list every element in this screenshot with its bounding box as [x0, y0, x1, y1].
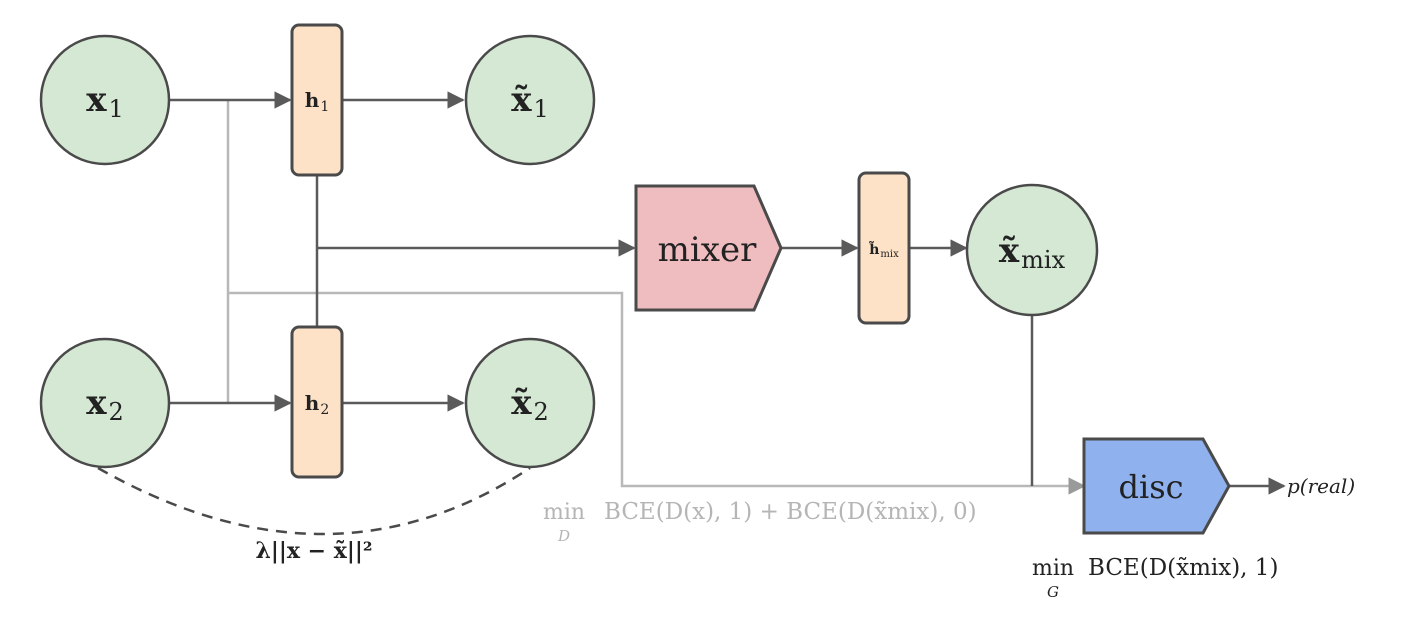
h1-symbol: h: [305, 88, 320, 112]
svg-text:x2: x2: [86, 383, 124, 426]
svg-text:h1: h1: [305, 88, 329, 115]
latent-h-mix: h̃mix: [857, 171, 911, 325]
svg-text:x̃mix: x̃mix: [999, 231, 1066, 274]
disc-label: disc: [1118, 468, 1183, 506]
h-mix-symbol: h̃: [869, 240, 879, 258]
node-x-mix: x̃mix: [965, 183, 1099, 317]
svg-text:h2: h2: [305, 391, 329, 418]
disc-loss-expr: BCE(D(x), 1) + BCE(D(x̃mix), 0): [604, 499, 977, 525]
svg-text:x̃2: x̃2: [511, 383, 549, 426]
x-mix-symbol: x̃: [999, 231, 1020, 271]
x1-symbol: x: [86, 80, 107, 120]
h1-subscript: 1: [320, 99, 329, 115]
gen-loss-expr: BCE(D(x̃mix), 1): [1088, 555, 1278, 581]
disc-block: disc: [1082, 437, 1231, 535]
mixer-label: mixer: [658, 230, 757, 270]
node-x2: x2: [39, 337, 171, 469]
x2-recon-symbol: x̃: [511, 383, 532, 423]
x1-subscript: 1: [109, 95, 124, 123]
edges: [97, 91, 1286, 536]
x2-subscript: 2: [109, 398, 124, 426]
reconstruction-loss-curve: [97, 466, 531, 536]
disc-loss-var: D: [557, 527, 570, 545]
x-mix-subscript: mix: [1021, 246, 1065, 274]
node-x2-recon: x̃2: [464, 337, 596, 469]
discriminator-loss: min D BCE(D(x), 1) + BCE(D(x̃mix), 0): [543, 499, 977, 545]
edge-inputs-to-disc: [226, 100, 1084, 486]
mixer-block: mixer: [634, 184, 783, 312]
x1-recon-subscript: 1: [534, 95, 549, 123]
x2-recon-subscript: 2: [534, 398, 549, 426]
edge-latents-to-mixer: [315, 175, 634, 327]
output-label: p(real): [1287, 474, 1355, 498]
x2-symbol: x: [86, 383, 107, 423]
h2-symbol: h: [305, 391, 320, 415]
disc-loss-op: min: [543, 500, 585, 525]
svg-text:h̃mix: h̃mix: [869, 240, 899, 260]
x1-recon-symbol: x̃: [511, 80, 532, 120]
reconstruction-loss-label: λ||x − x̃||²: [255, 538, 372, 564]
latent-h1: h1: [290, 23, 344, 177]
node-x1-recon: x̃1: [464, 34, 596, 166]
node-x1: x1: [39, 34, 171, 166]
svg-text:x̃1: x̃1: [511, 80, 549, 123]
h2-subscript: 2: [320, 402, 329, 418]
latent-h2: h2: [290, 325, 344, 479]
generator-loss: min G BCE(D(x̃mix), 1): [1032, 555, 1278, 601]
svg-text:x1: x1: [86, 80, 124, 123]
h-mix-subscript: mix: [880, 249, 899, 260]
gen-loss-op: min: [1032, 556, 1074, 581]
gen-loss-var: G: [1047, 583, 1059, 601]
